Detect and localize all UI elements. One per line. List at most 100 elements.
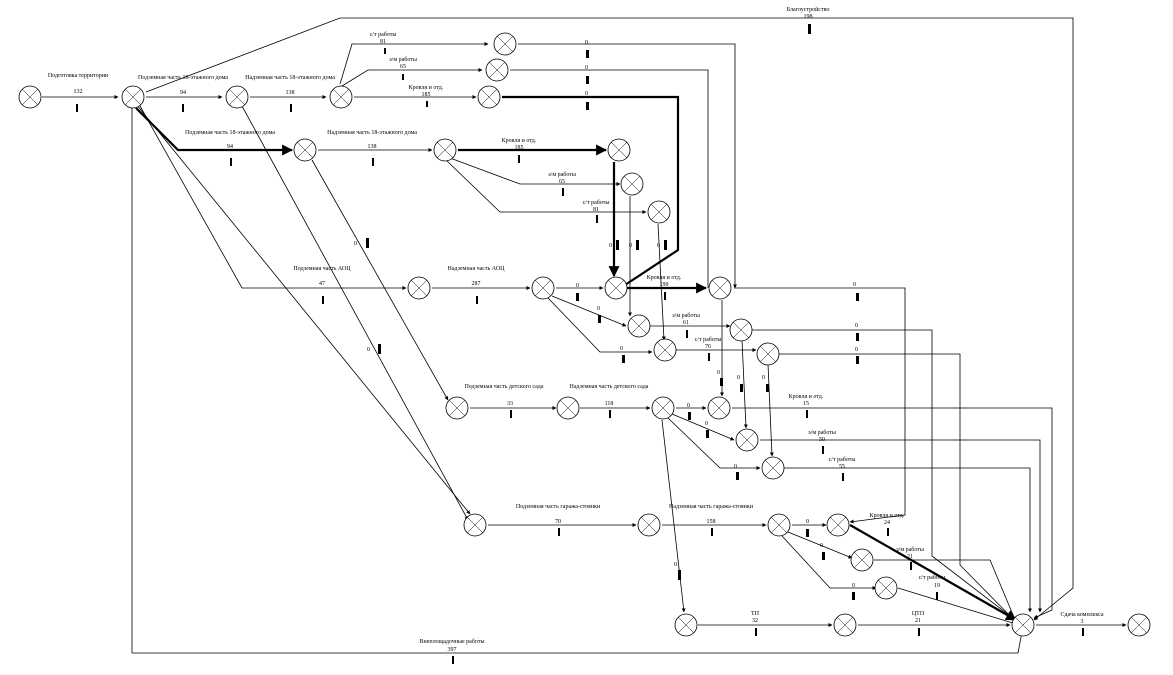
dummy-zero: 0 — [717, 370, 720, 376]
event-node — [833, 613, 857, 637]
dummy-zero: 0 — [855, 347, 858, 353]
label-a1-dur: 132 — [74, 89, 83, 95]
label-a10-dur: 65 — [559, 179, 565, 185]
label-a1-name: Подготовка территории — [48, 73, 109, 79]
label-a11-dur: 81 — [593, 207, 599, 213]
label-a27-dur: 32 — [752, 618, 758, 624]
event-node — [121, 85, 145, 109]
edge-roof-kinder — [732, 407, 1053, 619]
label-a7-dur: 94 — [227, 144, 233, 150]
edges — [42, 17, 1127, 654]
label-a31-dur: 3 — [1081, 619, 1084, 625]
label-a4-dur: 81 — [380, 39, 386, 45]
edge-dummy-top-1 — [518, 43, 737, 289]
event-node — [445, 396, 469, 420]
label-a12-name: Подземная часть АОЦ — [293, 266, 351, 272]
label-a31-name: Сдача комплекса — [1061, 612, 1104, 618]
edge-dummy-aoc-6 — [778, 353, 1019, 625]
event-node — [850, 548, 874, 572]
edge-dummy-aoc-4 — [734, 287, 906, 524]
dummy-zero: 0 — [734, 464, 737, 470]
event-node — [647, 200, 671, 224]
label-a3-name: Надземная часть 18-этажного дома — [245, 75, 335, 81]
tick-marks — [76, 24, 1084, 664]
edge-underground-18-2 — [135, 107, 294, 156]
dummy-zero: 0 — [367, 347, 370, 353]
edge-dummy-top-3 — [502, 95, 680, 286]
label-a7-name: Подземная часть 18-этажного дома — [185, 130, 275, 136]
dummy-zero: 0 — [585, 91, 588, 97]
event-node — [767, 513, 791, 537]
event-node — [826, 513, 850, 537]
event-node — [756, 342, 780, 366]
edge-underground-kinder — [311, 159, 449, 401]
label-a12-dur: 47 — [319, 281, 325, 287]
label-a29-name: Благоустройство — [787, 6, 830, 13]
label-a8-dur: 138 — [368, 144, 377, 150]
event-node — [18, 85, 42, 109]
dummy-zero: 0 — [585, 65, 588, 71]
label-a20-name: э/м работы — [808, 429, 836, 436]
label-a9-dur: 185 — [515, 145, 524, 151]
edge-dummy-aoc-2 — [551, 295, 627, 327]
label-a26-name: с/т работы — [919, 574, 946, 581]
edge-dummy-garage-3 — [781, 535, 877, 590]
edge-st-kinder — [784, 467, 1032, 613]
event-node — [653, 338, 677, 362]
label-a6-dur: 185 — [422, 92, 431, 98]
event-node — [433, 138, 457, 162]
label-a24-dur: 24 — [884, 520, 890, 526]
label-a6-name: Кровля и отд. — [409, 85, 444, 91]
edge-landscaping — [145, 17, 1074, 621]
dummy-zero: 0 — [705, 421, 708, 427]
label-a22-dur: 70 — [555, 519, 561, 525]
dummy-zero: 0 — [855, 323, 858, 329]
event-node — [729, 318, 753, 342]
label-a20-dur: 50 — [819, 437, 825, 443]
label-a19-name: Кровля и отд. — [789, 394, 824, 400]
label-a14-name: Кровля и отд. — [647, 275, 682, 281]
label-a8-name: Надземная часть 18-этажного дома — [327, 130, 417, 136]
label-a10-name: э/м работы — [548, 171, 576, 178]
event-node — [556, 396, 580, 420]
label-a9-name: Кровля и отд. — [502, 138, 537, 144]
edge-em-1 — [341, 68, 483, 87]
event-node — [293, 138, 317, 162]
label-a21-dur: 55 — [839, 464, 845, 470]
label-a2-name: Подземная часть 18-этажного дома — [138, 75, 228, 81]
event-node — [708, 276, 732, 300]
nodes — [18, 32, 1151, 637]
edge-dummy-top-2 — [510, 69, 709, 288]
event-node — [874, 576, 898, 600]
event-node — [651, 396, 675, 420]
label-a5-dur: 65 — [400, 64, 406, 70]
label-a30-dur: 397 — [448, 647, 457, 653]
label-a28-dur: 21 — [915, 618, 921, 624]
event-node — [477, 85, 501, 109]
event-node — [607, 138, 631, 162]
label-a17-name: Подземная часть детского сада — [464, 384, 543, 390]
event-node — [407, 276, 431, 300]
dummy-labels: 0 0 0 0 0 0 0 0 0 0 0 0 0 0 0 0 0 0 0 0 … — [354, 40, 858, 589]
label-a17-dur: 33 — [507, 401, 513, 407]
dummy-zero: 0 — [354, 241, 357, 247]
edge-dummy-18-2-garage — [241, 105, 469, 521]
label-a4-name: с/т работы — [370, 31, 397, 38]
label-a23-name: Надземная часть гаража-стоянки — [669, 504, 754, 510]
label-a21-name: с/т работы — [829, 456, 856, 463]
label-a16-dur: 76 — [705, 344, 711, 350]
label-a18-name: Надземная часть детского сада — [570, 384, 649, 390]
event-node — [1011, 613, 1035, 637]
label-a15-name: э/м работы — [672, 312, 700, 319]
label-a15-dur: 61 — [683, 320, 689, 326]
edge-dummy-kinder-2 — [671, 413, 735, 441]
label-a14-dur: 199 — [660, 282, 669, 288]
event-node — [674, 613, 698, 637]
label-a16-name: с/т работы — [695, 336, 722, 343]
label-a3-dur: 138 — [286, 90, 295, 96]
label-a18-dur: 118 — [605, 401, 614, 407]
dummy-zero: 0 — [609, 243, 612, 249]
edge-em-kinder — [760, 439, 1042, 613]
edge-roof-garage — [849, 524, 1017, 621]
